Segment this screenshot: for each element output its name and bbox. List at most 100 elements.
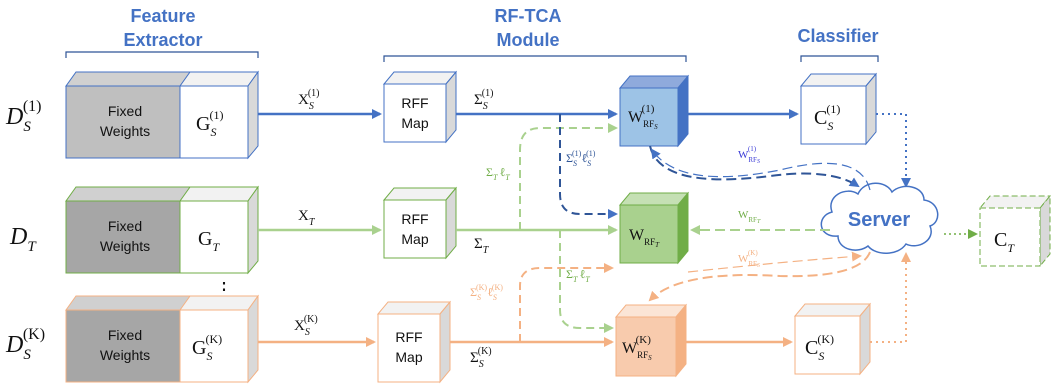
X-source1-sub: S — [309, 101, 314, 112]
svg-text:GT: GT — [198, 228, 220, 254]
W-target-sub: RF — [644, 237, 655, 247]
C-target-sub: T — [1007, 241, 1015, 255]
svg-text:WRFS(K): WRFS(K) — [622, 334, 652, 362]
X-source1-sup: (1) — [308, 88, 320, 99]
rff-map-cube-sourceK: RFF Map — [376, 300, 452, 384]
svg-text:WRFS(1): WRFS(1) — [738, 145, 760, 165]
domain-label-sourceK: DS(K) — [5, 326, 45, 363]
dashed-arrow-WK-server — [687, 251, 862, 273]
X-target-base: X — [298, 208, 309, 224]
W-cube-sourceK: WRFS(K) — [614, 303, 688, 378]
X-sourceK-sub: S — [305, 327, 310, 338]
X-source1-base: X — [298, 92, 309, 108]
edge-sigmaS1-sup1: (1) — [572, 149, 582, 158]
dotted-arrow-C1-to-server — [876, 113, 911, 188]
rff-map-target-line1: RFF — [401, 211, 428, 227]
domain-sourceK-base: D — [5, 332, 23, 358]
G-cube-sourceK: GS(K) — [179, 294, 259, 384]
svg-text:ΣT: ΣT — [474, 236, 490, 256]
header-feature-extractor: Feature Extractor — [65, 6, 259, 58]
svg-text:CT: CT — [994, 229, 1015, 255]
svg-text:ΣS(K): ΣS(K) — [470, 346, 492, 370]
svg-text:XT: XT — [298, 208, 316, 228]
dashed-arrow-target-to-WK — [559, 230, 614, 333]
dashed-arrow-sourceK-to-WT — [519, 263, 614, 342]
C-cube-sourceK: CS(K) — [793, 302, 872, 376]
fixed-weights-cube-sourceK: Fixed Weights — [65, 295, 195, 383]
header-feature-line1: Feature — [130, 6, 195, 26]
domain-label-source1: DS(1) — [5, 98, 42, 135]
G-sourceK-sup: (K) — [205, 332, 222, 346]
C-source1-sup: (1) — [826, 102, 840, 116]
Sigma-source1-base: Σ — [474, 92, 483, 108]
edge-WK-sub: RF — [748, 260, 757, 268]
edge-lT-lower-sub2: T — [585, 275, 590, 284]
W-source1-sup: (1) — [642, 103, 655, 115]
fixed-weights-source1-line2: Weights — [100, 123, 150, 139]
W-source1-base: W — [628, 109, 644, 126]
rff-map-cube-source1: RFF Map — [382, 70, 458, 144]
G-source1-sup: (1) — [209, 108, 223, 122]
Sigma-sourceK-base: Σ — [470, 350, 479, 366]
server-label: Server — [848, 209, 910, 231]
W-cube-source1: WRFS(1) — [618, 74, 690, 148]
Sigma-source1-sup: (1) — [482, 88, 494, 99]
edge-WK-base: W — [738, 253, 749, 265]
domain-label-target: DT — [9, 224, 37, 255]
C-target-base: C — [994, 229, 1007, 251]
edge-WK-subsub: S — [757, 263, 760, 269]
edge-WK-sup: (K) — [748, 249, 758, 257]
rff-map-cube-target: RFF Map — [382, 186, 458, 260]
dashed-arrow-server-to-W1 — [650, 148, 871, 191]
rff-map-source1-line2: Map — [401, 115, 428, 131]
svg-text:CS(1): CS (1) — [814, 102, 840, 133]
fixed-weights-cube-target: Fixed Weights — [65, 186, 195, 274]
edge-sigmaT-lT-part2: ℓ — [499, 165, 505, 179]
edge-sigmaSK-part1: Σ — [470, 285, 477, 299]
W-cube-target: WRFT — [618, 191, 690, 265]
fixed-weights-cube-source1: Fixed Weights — [65, 71, 195, 159]
edge-sigmaT-lT-sub1: T — [493, 173, 498, 182]
W-sourceK-base: W — [622, 340, 638, 357]
domain-target-base: D — [9, 224, 27, 250]
C-source1-sub: S — [827, 119, 833, 133]
header-classifier-text: Classifier — [797, 26, 878, 46]
server-cloud: Server — [820, 182, 939, 254]
Sigma-target-base: Σ — [474, 236, 483, 252]
edge-W1-sup: (1) — [748, 145, 757, 153]
C-sourceK-sup: (K) — [817, 332, 834, 346]
dashed-arrow-source1-to-WT — [559, 114, 618, 219]
edge-WT-base: W — [738, 209, 749, 221]
G-source1-base: G — [196, 113, 210, 135]
edge-lSK-sub2: S — [493, 293, 497, 302]
svg-text:DS(1): DS(1) — [5, 98, 42, 135]
edge-lS1-part2: ℓ — [581, 151, 587, 165]
svg-text:GS(1): GS(1) — [196, 108, 223, 139]
domain-source1-sub: S — [23, 119, 31, 135]
dashed-arrow-server-WK — [648, 251, 871, 302]
svg-text:ΣS(K)ℓS(K): ΣS(K)ℓS(K) — [470, 283, 503, 302]
header-extractor-line2: Extractor — [123, 30, 202, 50]
fixed-weights-target-line2: Weights — [100, 238, 150, 254]
fixed-weights-sourceK-line1: Fixed — [108, 327, 142, 343]
W-sourceK-sub: RF — [637, 350, 648, 360]
Sigma-target-sub: T — [483, 245, 490, 256]
domain-source1-sup: (1) — [23, 98, 42, 115]
C-source1-base: C — [814, 107, 827, 129]
domain-target-sub: T — [27, 239, 37, 255]
edge-lSK-sup2: (K) — [492, 283, 503, 292]
edge-sigmaS1-part1: Σ — [566, 151, 573, 165]
Sigma-sourceK-sub: S — [479, 359, 484, 370]
C-sourceK-base: C — [805, 337, 818, 359]
edge-sigmaSK-sub1: S — [477, 293, 481, 302]
svg-text:XS(1): XS (1) — [298, 88, 320, 112]
G-sourceK-sub: S — [206, 349, 212, 363]
rff-map-sourceK-line1: RFF — [395, 329, 422, 345]
edge-sigmaT-lower-part1: Σ — [566, 267, 573, 281]
edge-lT-lower-part2: ℓ — [579, 267, 585, 281]
header-rftca: RF-TCA Module — [383, 6, 687, 62]
X-sourceK-sup: (K) — [304, 314, 318, 325]
